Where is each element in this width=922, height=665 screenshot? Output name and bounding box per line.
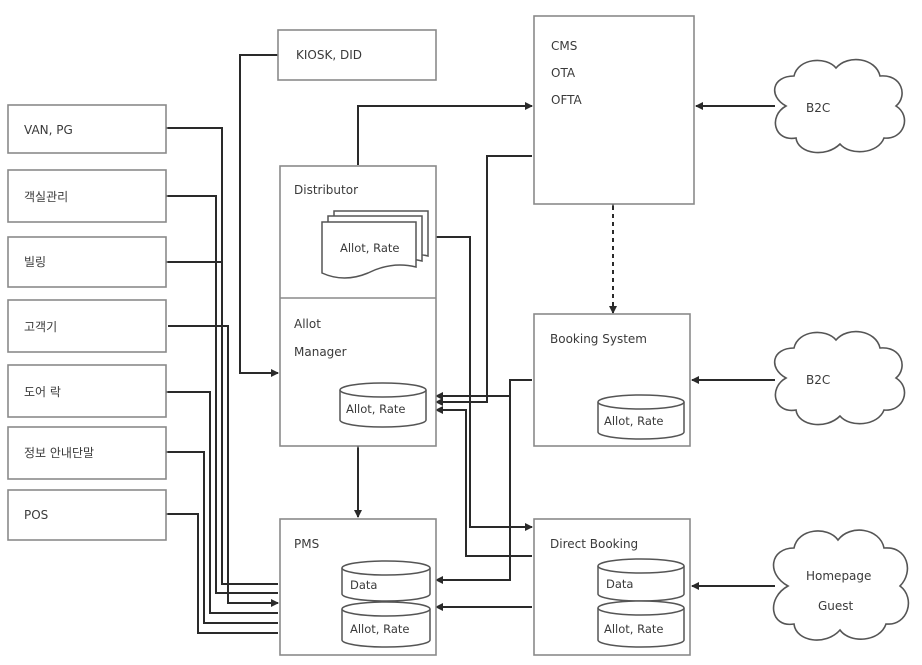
cms-line-2: OTA (551, 66, 576, 80)
van-pg-label: VAN, PG (24, 123, 73, 137)
cms-allot-connector (435, 155, 532, 406)
cms-line-3: OFTA (551, 93, 583, 107)
pms-allot-label: Allot, Rate (350, 622, 409, 636)
gogaeng-connector (168, 325, 279, 607)
cms-box (533, 15, 695, 205)
pos-label: POS (24, 508, 48, 522)
gaeksil-label: 객실관리 (24, 190, 68, 204)
distributor-doc-label: Allot, Rate (340, 241, 399, 255)
gaeksil-connector (161, 192, 278, 594)
allot-manager-db-label: Allot, Rate (346, 402, 405, 416)
booking-system-db (597, 394, 685, 440)
billing-label: 빌링 (24, 255, 46, 269)
b2c-top-cloud (774, 58, 906, 154)
b2c-mid-label: B2C (806, 373, 830, 387)
left-column: VAN, PG 객실관리 빌링 고객기 도어 락 정보 안내단말 POS (7, 104, 167, 541)
distributor-doc-stack (321, 210, 429, 279)
direct-booking-allot-db (597, 600, 685, 648)
direct-booking-title: Direct Booking (550, 537, 638, 551)
booking-system-title: Booking System (550, 332, 647, 346)
kiosk-box (277, 29, 437, 81)
direct-booking-data-db (597, 558, 685, 602)
cms-line-1: CMS (551, 39, 577, 53)
allot-manager-db (339, 382, 427, 428)
homepage-label-2: Guest (818, 599, 854, 613)
homepage-guest-cloud (772, 529, 910, 641)
booking-system-db-label: Allot, Rate (604, 414, 663, 428)
connectors (161, 51, 775, 634)
pms-data-label: Data (350, 578, 377, 592)
info-box (7, 426, 167, 480)
billing-box (7, 236, 167, 288)
booking-allot-connector (435, 379, 532, 400)
allot-manager-title-1: Allot (294, 317, 321, 331)
info-connector (161, 448, 278, 624)
homepage-label-1: Homepage (806, 569, 871, 583)
gogaeng-box (7, 299, 167, 353)
pos-connector (161, 510, 278, 634)
kiosk-allot-connector (239, 51, 285, 377)
direct-booking-data-label: Data (606, 577, 633, 591)
distributor-direct-connector (428, 236, 533, 531)
van-pg-box (7, 104, 167, 154)
gaeksil-box (7, 169, 167, 223)
b2c-top-label: B2C (806, 101, 830, 115)
distributor-title: Distributor (294, 183, 358, 197)
direct-allot-connector (435, 406, 532, 557)
booking-pms-data-connector (435, 396, 511, 584)
pms-allot-db (341, 601, 431, 648)
direct-booking-allot-label: Allot, Rate (604, 622, 663, 636)
distributor-cms-connector (357, 102, 533, 165)
van-pg-connector (161, 124, 278, 585)
allot-manager-title-2: Manager (294, 345, 347, 359)
kiosk-label: KIOSK, DID (296, 48, 362, 62)
pms-title: PMS (294, 537, 319, 551)
b2c-mid-cloud (774, 330, 906, 426)
door-connector (161, 388, 278, 614)
gogaeng-label: 고객기 (24, 320, 57, 334)
door-box (7, 364, 167, 418)
pms-data-db (341, 560, 431, 602)
door-label: 도어 락 (24, 385, 61, 399)
pos-box (7, 489, 167, 541)
info-label: 정보 안내단말 (24, 446, 94, 460)
